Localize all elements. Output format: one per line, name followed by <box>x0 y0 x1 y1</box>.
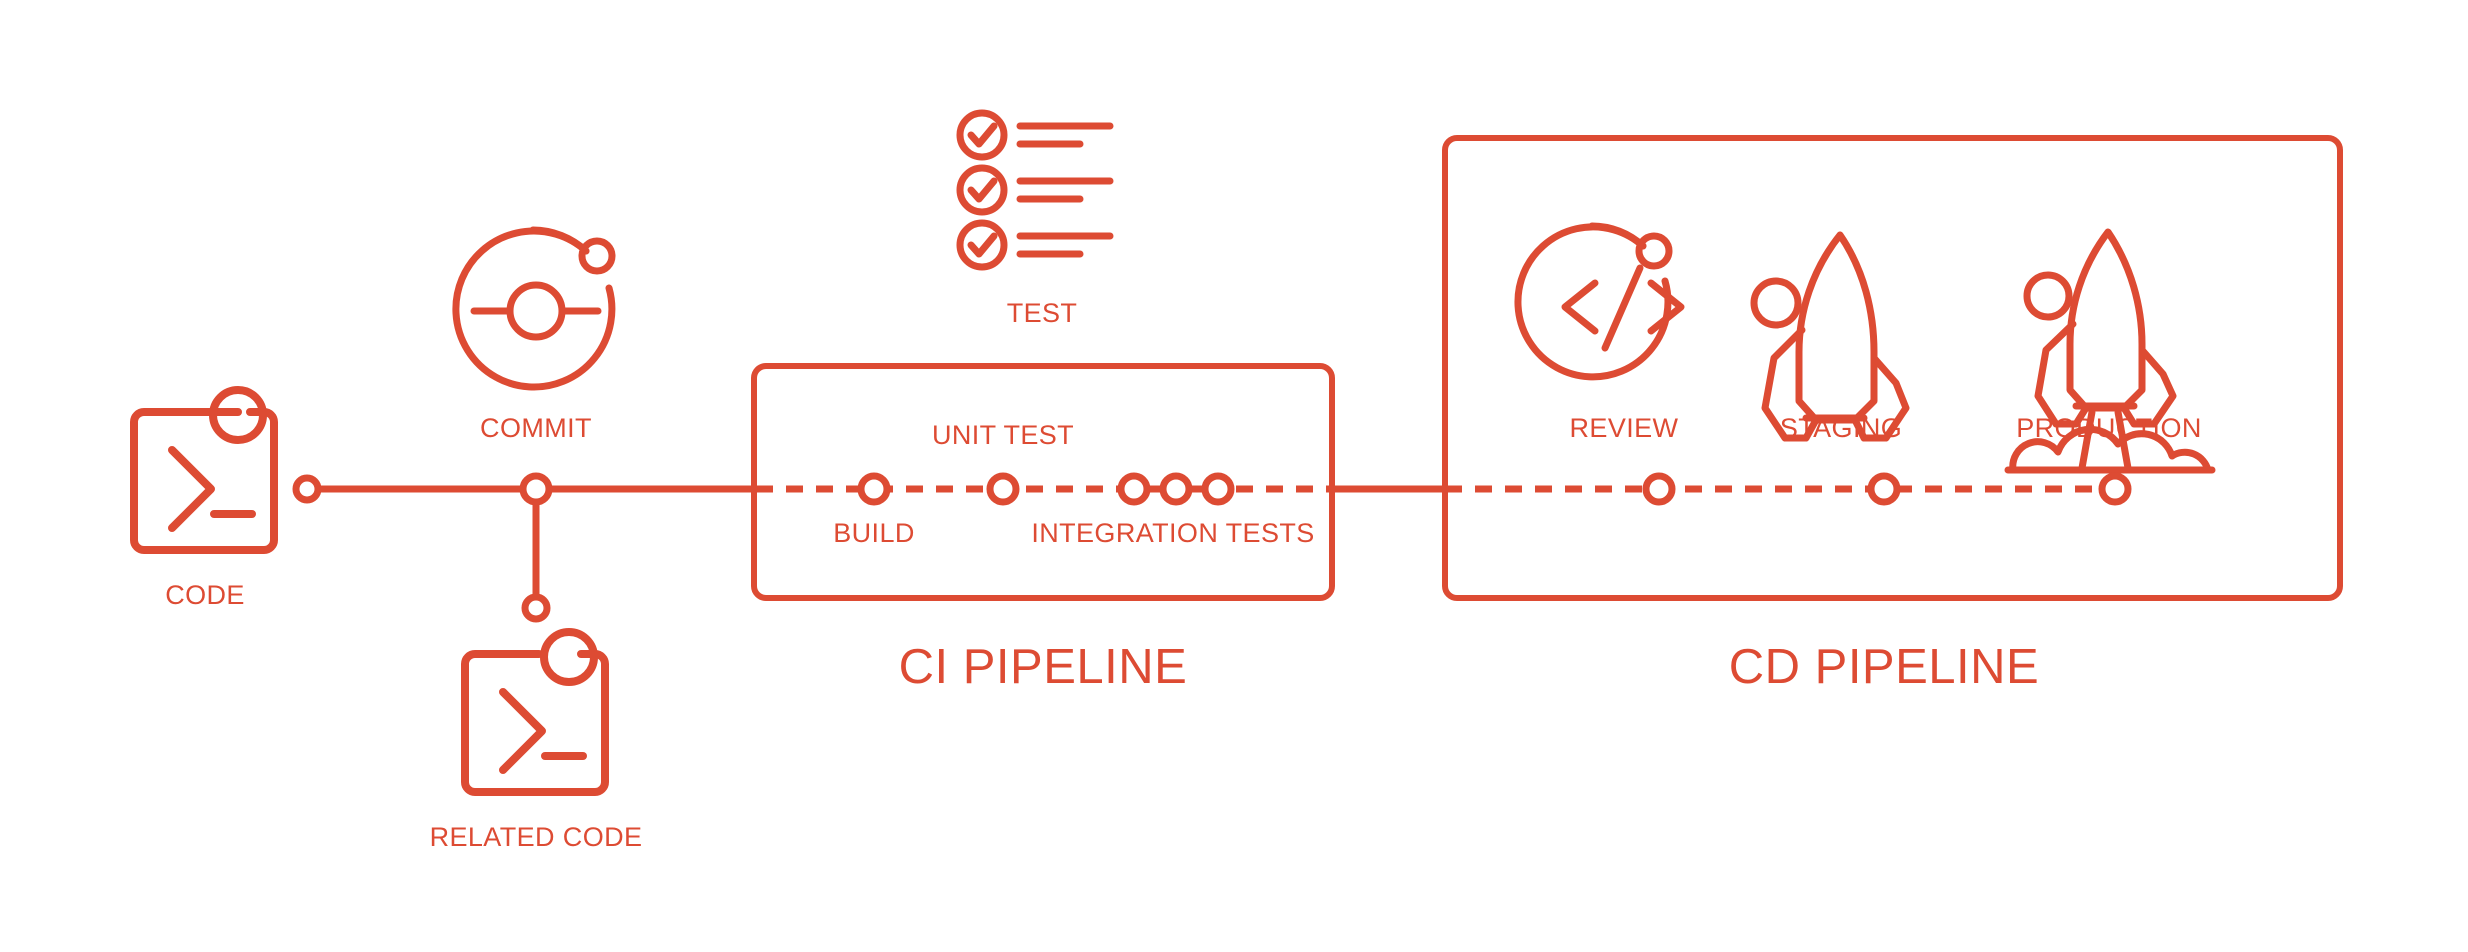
related-code-label: RELATED CODE <box>430 822 643 852</box>
review-label: REVIEW <box>1570 413 1679 443</box>
node-production[interactable] <box>2098 472 2132 506</box>
rocket-launch-icon <box>2004 228 2216 474</box>
node-related-code[interactable] <box>521 593 551 623</box>
commit-orbit-icon <box>452 226 616 391</box>
node-integration-test-2[interactable] <box>1159 472 1193 506</box>
test-label: TEST <box>1007 298 1078 328</box>
checklist-icon <box>956 109 1114 271</box>
terminal-code-icon <box>130 386 278 554</box>
commit-label: COMMIT <box>480 413 592 443</box>
integration-tests-label: INTEGRATION TESTS <box>1031 518 1314 548</box>
ci-pipeline-box <box>751 363 1335 601</box>
production-label: PRODUCTION <box>2016 413 2202 443</box>
cd-pipeline-title: CD PIPELINE <box>1729 640 2039 694</box>
node-integration-test-1[interactable] <box>1117 472 1151 506</box>
code-review-circle-icon <box>1514 222 1685 381</box>
node-review[interactable] <box>1642 472 1676 506</box>
rocket-icon <box>1750 231 1910 442</box>
node-commit[interactable] <box>519 472 553 506</box>
node-staging[interactable] <box>1867 472 1901 506</box>
node-code-terminal[interactable] <box>292 474 322 504</box>
ci-pipeline-title: CI PIPELINE <box>899 640 1188 694</box>
related-code-terminal-icon <box>461 628 609 796</box>
code-label: CODE <box>165 580 245 610</box>
node-unit-test[interactable] <box>986 472 1020 506</box>
build-label: BUILD <box>833 518 915 548</box>
cd-pipeline-box <box>1442 135 2343 601</box>
node-integration-test-3[interactable] <box>1201 472 1235 506</box>
unit-test-label: UNIT TEST <box>932 420 1074 450</box>
staging-label: STAGING <box>1780 413 1902 443</box>
node-build[interactable] <box>857 472 891 506</box>
